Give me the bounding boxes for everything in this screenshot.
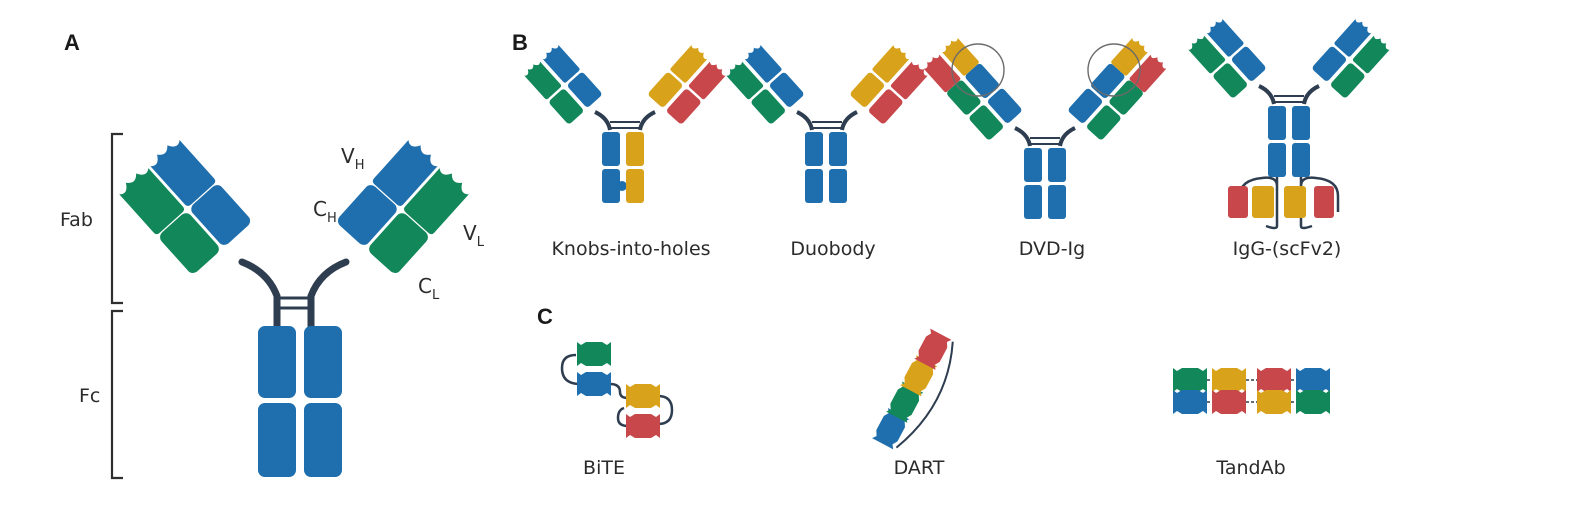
format-label-dvd-ig: DVD-Ig — [1019, 238, 1085, 260]
panel-c: C — [537, 304, 1330, 479]
fab-label: Fab — [60, 209, 93, 231]
panel-a: A Fab Fc — [60, 30, 485, 480]
tandab-diagram — [1173, 368, 1330, 414]
fc-bracket — [110, 309, 123, 480]
dvd-ig-diagram — [921, 36, 1169, 219]
format-label-duobody: Duobody — [790, 238, 875, 260]
left-fab-arm — [116, 136, 253, 276]
panel-b-letter: B — [512, 30, 528, 55]
vh-label: VH — [341, 144, 364, 173]
panel-b: B — [512, 17, 1392, 260]
vl-label: VL — [463, 221, 485, 250]
format-label-bite: BiTE — [583, 457, 625, 479]
bite-diagram — [560, 342, 674, 438]
fc-domains — [258, 326, 342, 477]
dart-diagram — [872, 328, 954, 450]
fc-label: Fc — [79, 385, 100, 407]
format-label-tandab: TandAb — [1215, 457, 1285, 479]
format-label-knobs-into-holes: Knobs-into-holes — [551, 238, 710, 260]
cl-label: CL — [418, 274, 440, 303]
disulfide-bonds — [277, 296, 311, 310]
duobody-diagram — [724, 43, 930, 203]
knobs-into-holes-diagram — [522, 43, 728, 203]
format-label-dart: DART — [894, 457, 945, 479]
ch-label: CH — [313, 197, 337, 226]
igg-scfv2-diagram — [1186, 17, 1392, 230]
format-label-igg-scfv2: IgG-(scFv2) — [1233, 238, 1342, 260]
fab-bracket — [110, 132, 123, 305]
panel-a-letter: A — [64, 30, 80, 55]
panel-c-letter: C — [537, 304, 553, 329]
igg-hinge — [238, 258, 350, 330]
